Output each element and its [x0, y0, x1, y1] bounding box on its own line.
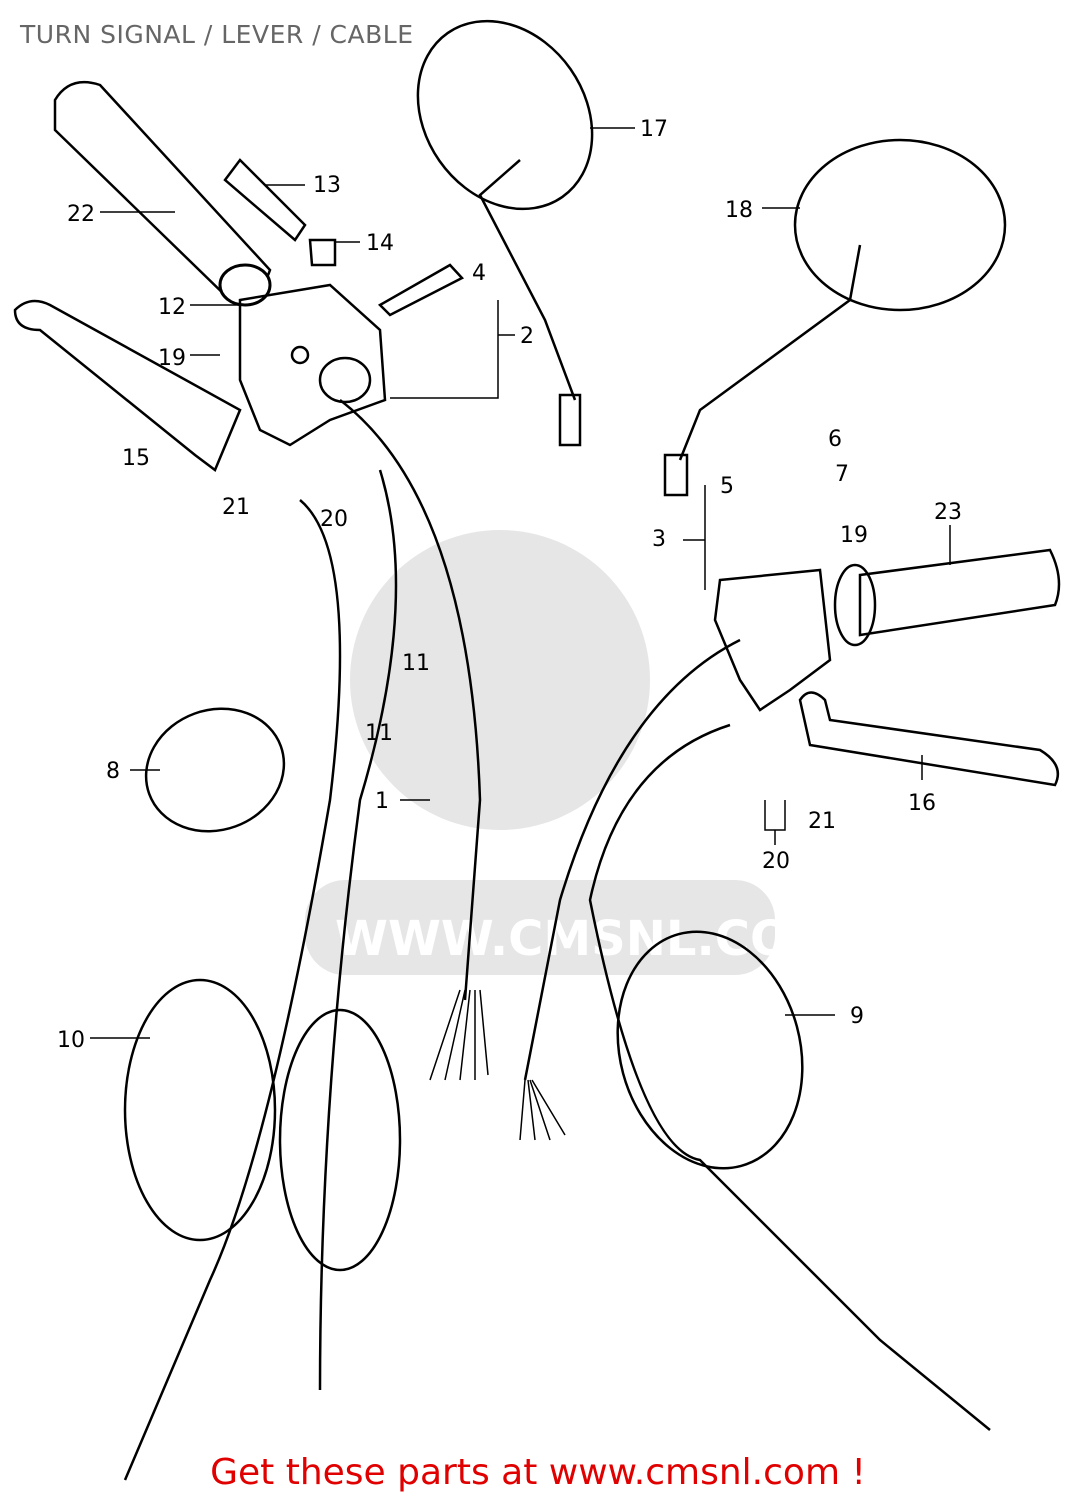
left-mirror — [416, 19, 594, 447]
right-grip — [833, 548, 1061, 647]
callout-13: 13 — [313, 173, 341, 198]
callout-14: 14 — [366, 231, 394, 256]
callout-19a: 19 — [158, 346, 186, 371]
parts-link-footer[interactable]: Get these parts at www.cmsnl.com ! — [210, 1452, 866, 1493]
callout-12: 12 — [158, 295, 186, 320]
callout-20b: 20 — [762, 849, 790, 874]
callout-11b: 11 — [365, 721, 393, 746]
callout-16: 16 — [908, 791, 936, 816]
callout-7: 7 — [835, 462, 849, 487]
callout-9: 9 — [850, 1004, 864, 1029]
callout-21b: 21 — [808, 809, 836, 834]
cables — [123, 399, 991, 1481]
callout-11a: 11 — [402, 651, 430, 676]
callout-5: 5 — [720, 474, 734, 499]
callout-3: 3 — [652, 527, 666, 552]
callout-labels: 1 2 3 4 5 6 7 8 9 10 11 11 12 13 14 15 1… — [57, 117, 962, 1053]
right-mirror — [663, 138, 1007, 497]
callout-15: 15 — [122, 446, 150, 471]
callout-4: 4 — [472, 261, 486, 286]
callout-17: 17 — [640, 117, 668, 142]
callout-19b: 19 — [840, 523, 868, 548]
callout-2: 2 — [520, 324, 534, 349]
right-switch-housing — [713, 568, 832, 712]
cmsnl-watermark: WWW.CMSNL.COM — [305, 530, 839, 975]
callout-22: 22 — [67, 202, 95, 227]
clutch-lever — [13, 299, 242, 472]
callout-18: 18 — [725, 198, 753, 223]
callout-6: 6 — [828, 427, 842, 452]
callout-1: 1 — [375, 789, 389, 814]
left-switch-housing — [223, 158, 465, 447]
callout-20a: 20 — [320, 507, 348, 532]
leader-lines — [90, 127, 951, 1039]
diagram-title: TURN SIGNAL / LEVER / CABLE — [20, 20, 414, 49]
brake-lever — [798, 691, 1060, 787]
left-grip — [53, 80, 272, 307]
callout-21a: 21 — [222, 495, 250, 520]
callout-10: 10 — [57, 1028, 85, 1053]
watermark-text: WWW.CMSNL.COM — [335, 911, 839, 967]
callout-8: 8 — [106, 759, 120, 784]
callout-23: 23 — [934, 500, 962, 525]
